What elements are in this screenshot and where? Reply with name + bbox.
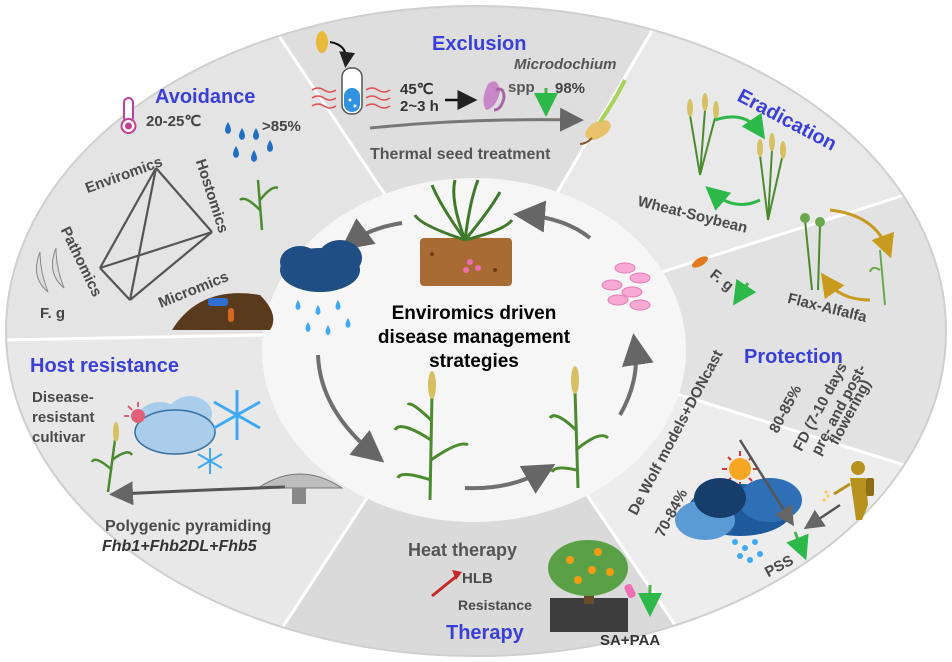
cycle-arrows	[316, 200, 654, 494]
center-title-line3: strategies	[429, 351, 519, 372]
pyramiding-method: Polygenic pyramiding	[105, 518, 272, 535]
exclusion-pathogen-spp: spp	[508, 79, 535, 96]
center-title-line1: Enviromics driven	[391, 303, 557, 324]
flax-icon	[800, 213, 825, 291]
avoidance-humidity: >85%	[262, 118, 301, 135]
storm-cloud-icon	[675, 478, 802, 540]
test-tube-icon	[341, 67, 363, 115]
exclusion-pathogen-genus: Microdochium	[514, 56, 617, 73]
therapy-treatment: SA+PAA	[600, 632, 661, 649]
center-rain-cloud-icon	[280, 240, 362, 335]
cultivar-line1: Disease-	[32, 389, 94, 406]
therapy-title: Therapy	[446, 622, 524, 644]
cloud-icon	[134, 396, 216, 455]
rotation-arrow-green-1	[714, 112, 766, 140]
snowflake-icon-2	[197, 448, 223, 474]
center-wheat-plant-1-icon	[393, 394, 469, 501]
protection-title: Protection	[744, 346, 843, 368]
therapy-hlb: HLB	[462, 570, 493, 587]
fg-spore-icon	[691, 256, 709, 268]
sun-small-icon	[124, 402, 145, 423]
pyramiding-genes: Fhb1+Fhb2DL+Fhb5	[102, 538, 257, 555]
therapy-heat: Heat therapy	[408, 540, 518, 560]
soil-microbe-icon	[172, 293, 274, 330]
hlb-up-arrow	[431, 573, 459, 598]
avoidance-temp: 20-25℃	[146, 113, 202, 130]
exclusion-arrow-3	[369, 107, 584, 132]
protection-arrow-1	[738, 439, 794, 527]
avoidance-title: Avoidance	[155, 86, 256, 108]
rotation-arrow-green-2	[705, 186, 761, 211]
center-spores-icon	[601, 262, 651, 311]
protection-arrow-2	[803, 503, 841, 530]
rotation-arrow-gold-1	[829, 208, 895, 259]
sprayer-person-icon	[822, 461, 874, 520]
center-title: Enviromics driven disease management str…	[344, 302, 604, 374]
water-drops-icon	[225, 122, 273, 162]
host-plant-small-icon	[239, 179, 279, 231]
mushroom-fungus-icon	[256, 473, 344, 504]
wheat-icon-2	[759, 149, 783, 221]
microdochium-icon	[483, 81, 506, 112]
snowflake-icon-1	[213, 390, 261, 440]
germinating-seed-icon	[579, 79, 627, 145]
wheat-icon-1	[689, 109, 716, 176]
thermometer-icon	[120, 97, 137, 134]
exclusion-duration: 2~3 h	[400, 98, 439, 115]
alfalfa-icon	[869, 249, 886, 306]
pyramiding-arrow	[109, 481, 286, 506]
therapy-resistance: Resistance	[458, 597, 532, 613]
exclusion-temp: 45℃	[400, 81, 434, 98]
cultivar-line3: cultivar	[32, 429, 86, 446]
sun-icon	[722, 451, 758, 487]
heat-waves-icon	[311, 87, 391, 109]
exclusion-title: Exclusion	[432, 33, 527, 55]
rotation-arrow-gold-2	[820, 272, 871, 302]
fusarium-spores-icon	[35, 247, 65, 293]
resistant-cultivar-label: Disease- resistant cultivar	[32, 388, 95, 448]
host-resistance-title: Host resistance	[30, 355, 179, 377]
exclusion-reduction: 98%	[555, 80, 586, 97]
fg-down-arrow	[733, 278, 757, 306]
omics-tetrahedron	[99, 167, 213, 301]
center-title-line2: disease management	[377, 327, 571, 348]
pss-down-arrow	[786, 531, 809, 561]
seed-icon	[316, 31, 328, 53]
exclusion-arrow-1	[329, 41, 356, 68]
center-wheat-plant-2-icon	[548, 389, 610, 489]
rain-drops-icon	[732, 539, 763, 563]
cultivar-line2: resistant	[32, 409, 95, 426]
pathogen-icon	[624, 583, 636, 599]
center-plant-soil-icon	[413, 179, 514, 286]
exclusion-caption: Thermal seed treatment	[370, 146, 551, 163]
citrus-tree-icon	[548, 540, 628, 632]
avoidance-pathogen: F. g	[40, 305, 65, 322]
